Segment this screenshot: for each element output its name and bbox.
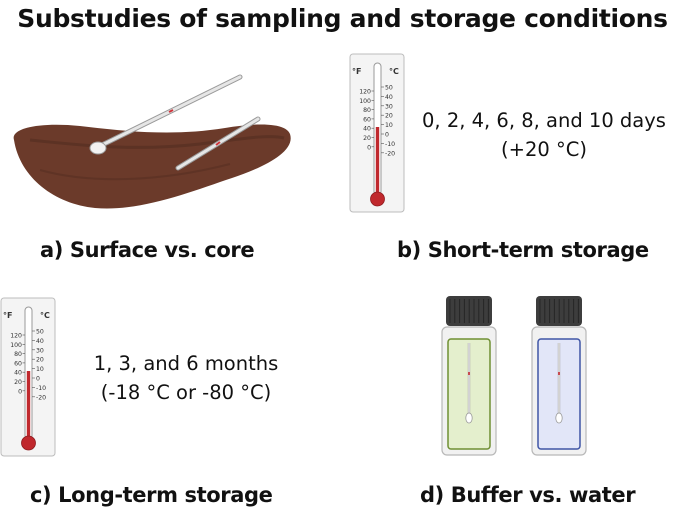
panel-c-caption: c) Long-term storage [30,483,273,507]
mercury-column [375,127,380,199]
fahrenheit-tick-label: 60 [14,360,22,367]
celsius-tick-label: 20 [36,357,44,364]
buffer-vial [441,296,497,456]
fahrenheit-tick-label: 80 [363,107,371,114]
celsius-tick-label: -10 [36,385,46,392]
celsius-tick-label: 20 [385,113,393,120]
fahrenheit-tick-label: 100 [10,342,22,349]
core-swab [175,116,261,171]
figure-title: Substudies of sampling and storage condi… [17,4,668,33]
celsius-unit-label: °C [40,311,50,320]
panel-b-condition: 0, 2, 4, 6, 8, and 10 days (+20 °C) [413,106,675,164]
fahrenheit-tick-label: 100 [359,98,371,105]
celsius-tick-label: -20 [36,394,46,401]
fahrenheit-tick-label: 0 [367,144,371,151]
fahrenheit-tick-label: 20 [363,135,371,142]
celsius-tick-label: 0 [385,132,389,139]
panel-c-condition: 1, 3, and 6 months (-18 °C or -80 °C) [66,349,306,407]
fahrenheit-tick-label: 60 [363,116,371,123]
mercury-column [26,371,31,443]
celsius-tick-label: 30 [36,347,44,354]
celsius-unit-label: °C [389,67,399,76]
panel-a-illustration [13,74,291,209]
celsius-tick-label: 0 [36,376,40,383]
fahrenheit-tick-label: 80 [14,351,22,358]
fahrenheit-tick-label: 0 [18,388,22,395]
celsius-tick-label: 40 [385,94,393,101]
celsius-tick-label: 50 [385,85,393,92]
panel-c-condition-line2: (-18 °C or -80 °C) [100,381,272,404]
thermometer-bulb [370,191,385,207]
fahrenheit-tick-label: 120 [10,333,22,340]
panel-b-condition-line2: (+20 °C) [501,138,587,161]
celsius-tick-label: 30 [385,103,393,110]
fahrenheit-tick-label: 40 [14,370,22,377]
celsius-tick-label: 40 [36,338,44,345]
swab-tip [555,412,563,424]
fahrenheit-tick-label: 20 [14,379,22,386]
fahrenheit-unit-label: °F [352,67,361,76]
celsius-tick-label: 50 [36,329,44,336]
panel-a-caption: a) Surface vs. core [40,238,255,262]
thermometer-bulb [21,435,36,451]
panel-b-caption: b) Short-term storage [397,238,649,262]
celsius-tick-label: -20 [385,150,395,157]
celsius-tick-label: 10 [385,122,393,129]
panel-b-condition-line1: 0, 2, 4, 6, 8, and 10 days [422,109,666,132]
water-vial [531,296,587,456]
panel-c-condition-line1: 1, 3, and 6 months [93,352,279,375]
panel-d-caption: d) Buffer vs. water [420,483,636,507]
fahrenheit-tick-label: 120 [359,89,371,96]
fahrenheit-unit-label: °F [3,311,12,320]
fahrenheit-tick-label: 40 [363,126,371,133]
celsius-tick-label: 10 [36,366,44,373]
celsius-tick-label: -10 [385,141,395,148]
swab-tip [465,412,473,424]
stool-sample [13,124,291,209]
surface-swab [89,74,243,155]
